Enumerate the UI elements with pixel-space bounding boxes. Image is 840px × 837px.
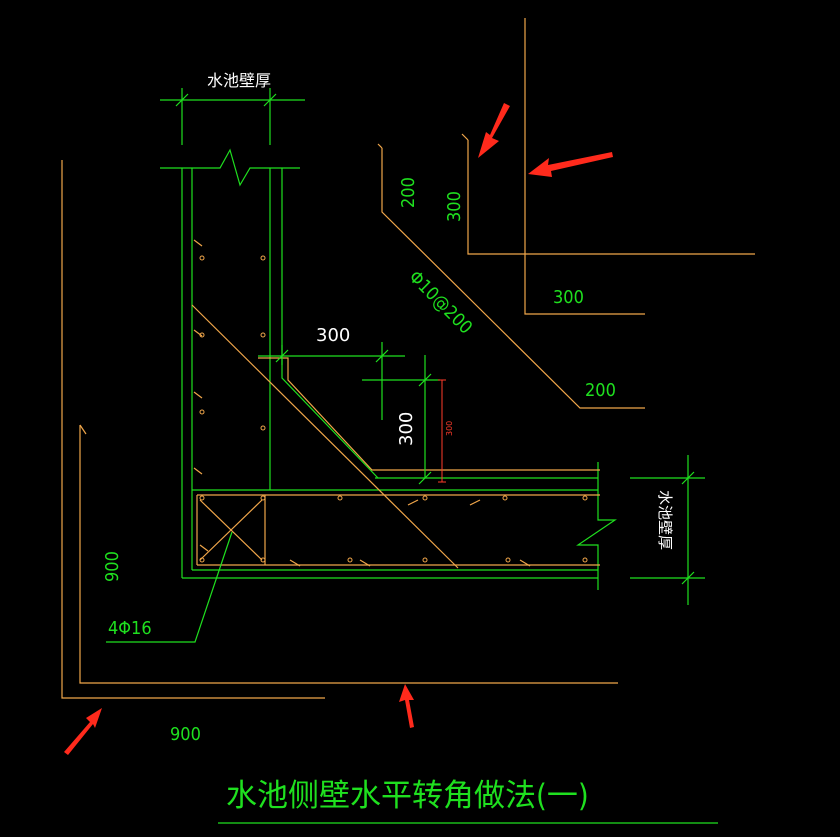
rebar-label-4phi16: 4Φ16 xyxy=(108,618,152,639)
dim-bend-300-a: 300 xyxy=(444,191,465,222)
wall-thickness-label-right: 水池壁厚 xyxy=(656,490,674,550)
arrow-bottom-left-pointer-icon xyxy=(64,708,102,755)
dim-small-300: 300 xyxy=(445,421,454,436)
rebar-dots xyxy=(199,255,588,563)
wall-thickness-label-top: 水池壁厚 xyxy=(207,71,271,90)
arrow-top-right-pointer-icon xyxy=(528,152,613,177)
dim-bend-200-a: 200 xyxy=(398,177,419,208)
arrow-top-left-pointer-icon xyxy=(478,103,510,158)
wall-outline xyxy=(160,148,617,590)
small-red-dimension xyxy=(438,379,446,483)
dim-corner-300-h: 300 xyxy=(316,325,350,346)
bent-bar-details xyxy=(377,18,755,409)
dim-anchor-200: 200 xyxy=(585,380,616,401)
dim-corner-300-v: 300 xyxy=(396,412,417,446)
dim-outer-900-v: 900 xyxy=(102,551,123,582)
inner-rebars xyxy=(191,239,600,569)
annotation-arrows xyxy=(64,103,613,755)
dim-bend-300-b: 300 xyxy=(553,287,584,308)
dim-distribution-bar: Φ10@200 xyxy=(404,267,476,339)
dimension-lines xyxy=(106,88,718,824)
arrow-bottom-center-pointer-icon xyxy=(399,684,414,728)
outer-rebar-l xyxy=(61,160,618,699)
drawing-title: 水池侧壁水平转角做法(一) xyxy=(226,778,589,814)
dim-outer-900-h: 900 xyxy=(170,724,201,745)
